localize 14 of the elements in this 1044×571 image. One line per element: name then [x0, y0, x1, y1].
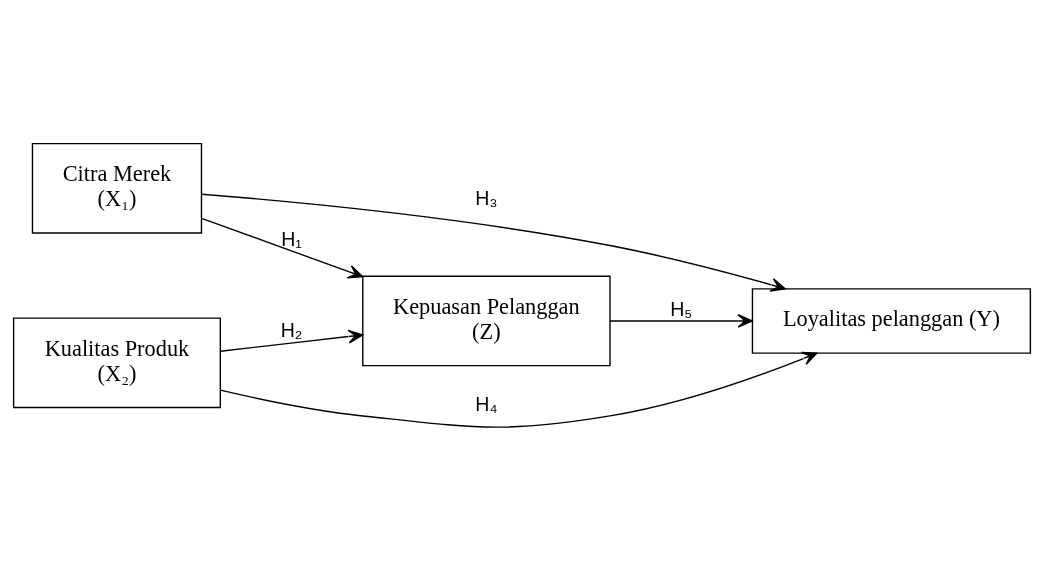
- edge-label: H₄: [475, 392, 498, 415]
- arrow: [219, 329, 364, 352]
- arrow: [609, 313, 753, 328]
- arrow: [219, 351, 818, 428]
- edge-label: H₂: [280, 318, 303, 341]
- arrow: [200, 193, 786, 292]
- node-box: Kepuasan Pelanggan (Z): [362, 275, 611, 367]
- edge-label: H₅: [670, 297, 693, 320]
- arrow: [200, 217, 364, 279]
- edge-label: H₃: [475, 187, 498, 210]
- edge-label: H₁: [281, 227, 302, 250]
- node-box: Citra Merek (X₁): [31, 142, 203, 234]
- node-box: Kualitas Produk (X₂): [12, 317, 221, 409]
- node-box: Loyalitas pelanggan (Y): [751, 288, 1032, 354]
